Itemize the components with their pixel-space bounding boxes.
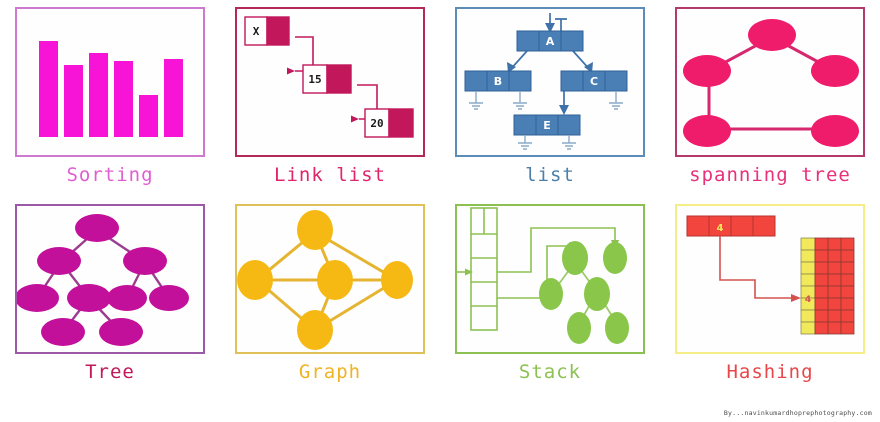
binary-tree-icon	[17, 214, 189, 346]
panel-grid: Sorting	[0, 0, 880, 394]
spanning-tree-figure-frame	[675, 7, 865, 157]
link-list-figure-frame: X 15 20	[235, 7, 425, 157]
watermark: By...navinkumardhoprephotography.com	[723, 409, 872, 417]
caption-link-list: Link list	[274, 164, 386, 186]
panel-graph[interactable]: Graph	[220, 197, 440, 394]
svg-text:B: B	[494, 75, 502, 88]
stack-figure-frame	[455, 204, 645, 354]
caption-stack: Stack	[518, 361, 582, 383]
panel-tree[interactable]: Tree	[0, 197, 220, 394]
svg-text:A: A	[546, 35, 555, 48]
graph-figure-frame	[235, 204, 425, 354]
svg-text:E: E	[543, 119, 551, 132]
table-value-label: 4	[805, 295, 811, 305]
caption-list: list	[525, 164, 575, 186]
caption-tree: Tree	[85, 361, 135, 383]
panel-list[interactable]: A B C	[440, 0, 660, 197]
stack-icon	[457, 207, 629, 344]
bar-chart-icon	[39, 41, 183, 137]
panel-stack[interactable]: Stack	[440, 197, 660, 394]
tree-blocks-icon: A B C	[464, 13, 628, 150]
linked-list-icon: X 15 20	[244, 16, 414, 138]
panel-hashing[interactable]: 4	[660, 197, 880, 394]
graph-icon	[237, 210, 413, 350]
caption-hashing: Hashing	[726, 361, 814, 383]
list-figure-frame: A B C	[455, 7, 645, 157]
spanning-tree-icon	[683, 19, 859, 147]
svg-text:15: 15	[308, 73, 321, 86]
svg-text:C: C	[590, 75, 598, 88]
sorting-figure-frame	[15, 7, 205, 157]
hash-table-icon: 4	[686, 215, 855, 335]
caption-spanning-tree: spanning tree	[689, 164, 851, 186]
panel-sorting[interactable]: Sorting	[0, 0, 220, 197]
svg-text:20: 20	[370, 117, 383, 130]
panel-link-list[interactable]: X 15 20 Link list	[220, 0, 440, 197]
caption-sorting: Sorting	[66, 164, 154, 186]
hashing-figure-frame: 4	[675, 204, 865, 354]
svg-text:X: X	[253, 25, 260, 38]
tree-figure-frame	[15, 204, 205, 354]
caption-graph: Graph	[298, 361, 362, 383]
array-value-label: 4	[717, 223, 724, 234]
panel-spanning-tree[interactable]: spanning tree	[660, 0, 880, 197]
